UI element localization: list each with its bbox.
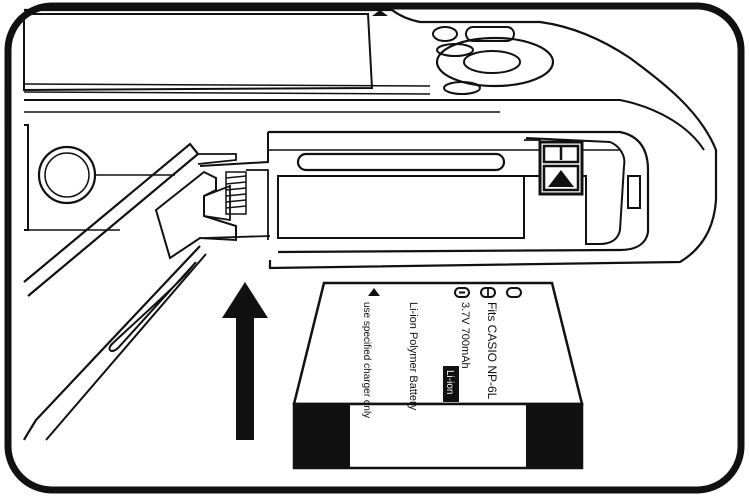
battery-rating-label: 3.7V 700mAh	[459, 302, 471, 369]
control-dial	[435, 36, 555, 88]
camera-body	[23, 8, 718, 270]
triangle-marker-icon	[368, 288, 380, 296]
battery-terminal-cover	[526, 404, 582, 468]
eject-icon	[548, 170, 574, 187]
up-arrow-icon	[222, 282, 268, 440]
memory-card-slot	[296, 152, 506, 172]
control-button	[432, 26, 458, 42]
battery-compartment	[199, 130, 650, 254]
battery-pack: Fits CASIO NP-6L 3.7V 700mAh Li-ion Li-i…	[292, 281, 584, 470]
li-ion-badge: Li-ion	[443, 366, 459, 402]
li-ion-badge-text: Li-ion	[444, 370, 455, 394]
triangle-marker-icon	[372, 10, 388, 16]
battery-terminal-cover	[294, 404, 350, 468]
battery-model-label: Fits CASIO NP-6L	[485, 302, 499, 400]
control-button	[465, 26, 515, 42]
battery-door	[23, 142, 271, 441]
battery-type-label: Li-ion Polymer Battery	[407, 302, 419, 411]
battery-contacts	[454, 287, 522, 298]
spring-contact	[225, 169, 269, 240]
battery-warning-label: use specified charger only	[361, 302, 372, 418]
latch	[627, 175, 641, 209]
battery-lock-switch	[538, 140, 584, 196]
